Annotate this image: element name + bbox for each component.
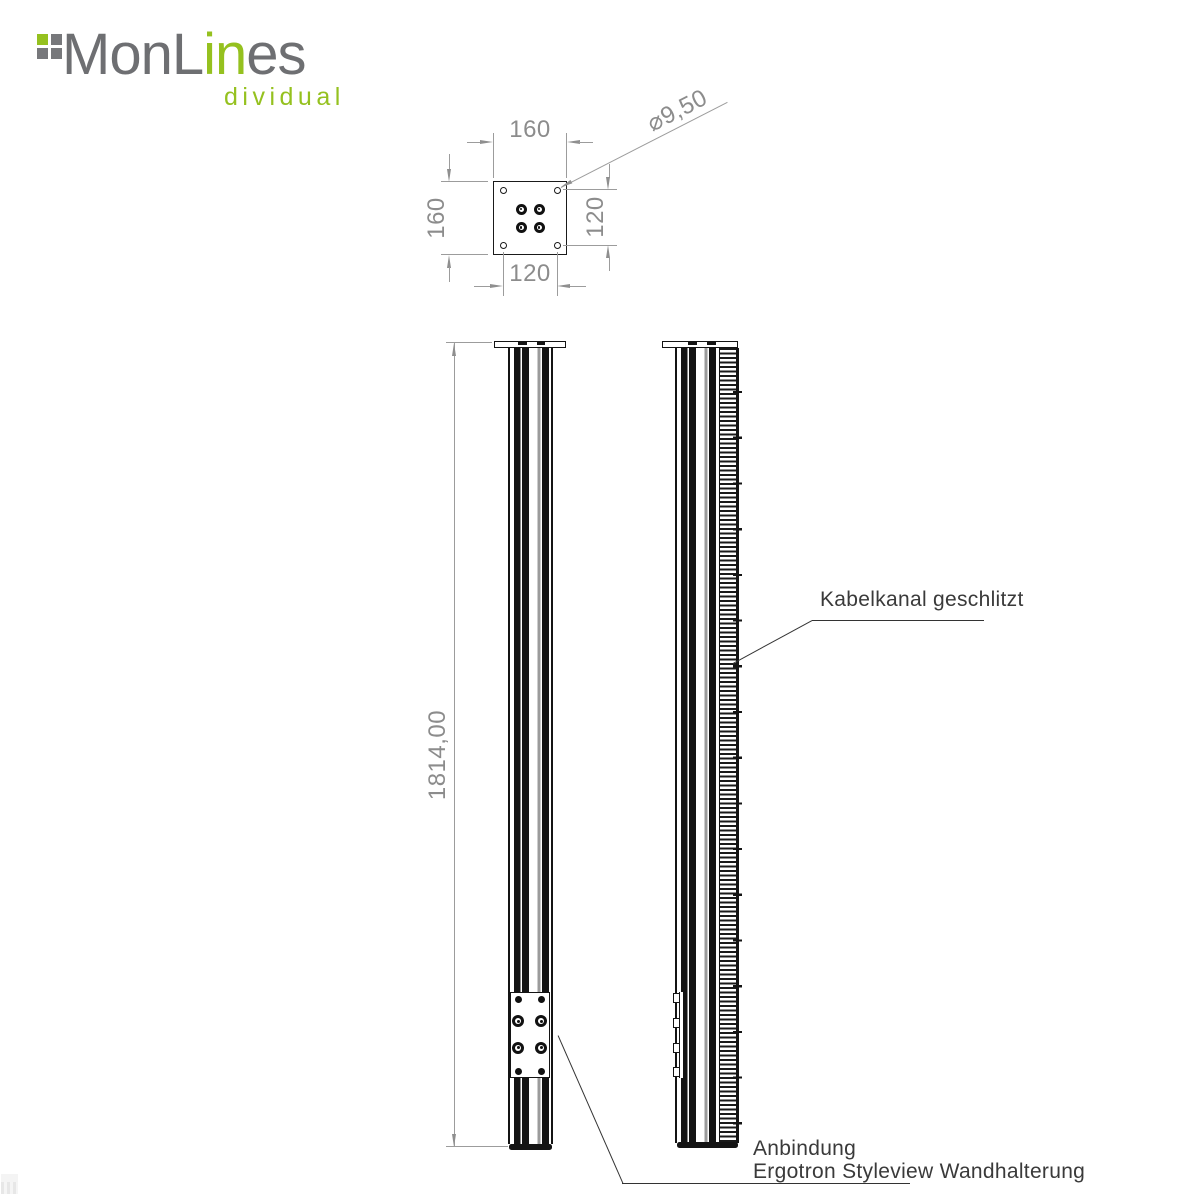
leader-line [557,1034,624,1184]
dim-label-plate-height: 160 [423,197,450,239]
bracket-bolt [512,1041,524,1054]
bolt [515,222,527,233]
mounting-bracket [509,992,550,1078]
logo-wordmark-suffix: es [246,22,306,87]
dimension-line [449,154,451,169]
dimension-line [474,286,490,288]
dim-label-hole-pitch-horizontal: 120 [509,260,551,287]
bracket-rivet [514,1067,522,1075]
bolt [533,222,545,233]
dim-label-plate-width: 160 [509,116,551,143]
dim-arrow [490,284,503,288]
dim-arrow [566,140,580,144]
annotation-mount-line2: Ergotron Styleview Wandhalterung [753,1160,1086,1183]
dim-arrow [451,1134,456,1147]
dimension-line [454,343,456,1147]
extension-line [556,252,558,296]
corner-hole [500,187,507,194]
bracket-rivet [537,1067,545,1075]
dim-arrow [447,168,451,182]
logo-wordmark-accent: in [203,22,247,87]
logo-square-green [37,34,48,45]
dimension-line [467,142,481,144]
extension-line [492,133,494,178]
logo-wordmark: MonLines [62,26,307,84]
flange-slot [536,341,545,345]
bracket-bolt [535,1041,547,1054]
corner-hole [553,241,561,249]
dim-label-hole-pitch-vertical: 120 [582,196,609,238]
dimension-line [608,257,610,271]
logo-square-gray [37,48,48,59]
extension-line [441,181,488,183]
dimension-line [449,267,451,282]
bracket-tab [672,1043,680,1053]
bracket-rivet [537,995,545,1003]
pole-top-flange [662,341,738,348]
bracket-bolt [512,1015,524,1027]
leader-line [812,620,984,622]
logo-square-gray [51,48,62,59]
dim-arrow [557,284,570,288]
flange-slot [707,341,716,345]
dim-arrow [606,245,611,258]
corner-hole [500,241,507,249]
leader-line [622,1182,910,1184]
pole-top-flange [494,341,566,348]
annotation-mount-line1: Anbindung [753,1137,857,1160]
flange-slot [688,341,697,345]
leader-line [732,619,813,664]
extension-line [446,1146,508,1148]
dimension-line [570,286,586,288]
pole-bottom-cap [677,1141,738,1148]
extension-line [446,342,492,344]
dim-label-hole-diameter: ⌀9,50 [642,84,712,138]
bolt [533,203,545,215]
extension-line [563,189,617,191]
logo-wordmark-prefix: MonL [62,22,204,87]
extension-line [502,252,504,296]
bolt [515,203,527,215]
segment-ticks [733,391,742,1126]
pole-bottom-cap [509,1144,552,1150]
dim-label-total-height: 1814,00 [424,675,452,835]
dim-arrow [451,343,456,356]
dim-arrow [606,177,611,190]
extension-line [441,254,488,256]
logo-subbrand: dividual [224,83,345,111]
annotation-cable-channel-label: Kabelkanal geschlitzt [820,588,1024,611]
extension-line [563,244,617,246]
bracket-rivet [514,995,522,1003]
dimension-line [579,142,593,144]
bracket-bolt [535,1015,547,1027]
corner-hole [553,187,561,194]
dim-arrow [447,255,451,268]
bracket-tab [672,1067,680,1077]
flange-slot [518,341,527,345]
dim-arrow [479,140,493,144]
dimension-line [608,164,610,178]
logo-square-gray [51,34,62,45]
extension-line [566,133,568,178]
bracket-tab [672,1017,680,1028]
corner-watermark [1,1174,18,1194]
mounting-bracket-side [678,992,684,1078]
bracket-tab [672,992,680,1003]
